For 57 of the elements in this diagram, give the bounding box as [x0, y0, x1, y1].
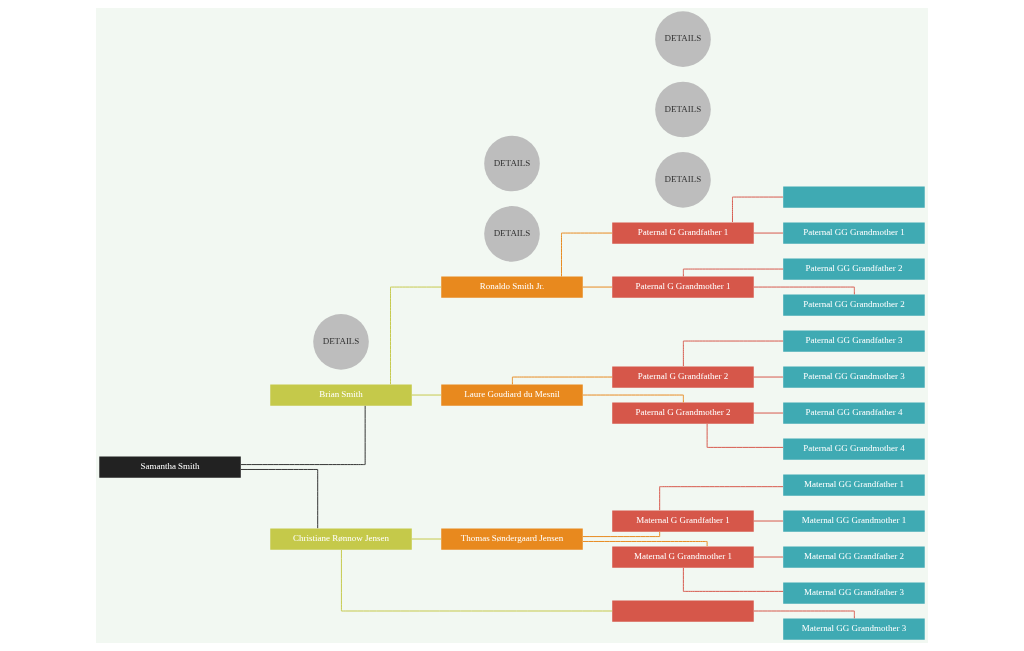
node-box: Maternal GG Grandmother 1 — [783, 510, 925, 532]
node-box: Paternal GG Grandmother 3 — [783, 366, 925, 388]
connector — [561, 232, 613, 277]
connector — [659, 486, 784, 511]
node-box — [612, 600, 754, 622]
node-box: Maternal G Grandfather 1 — [612, 510, 754, 532]
node-box: Maternal G Grandmother 1 — [612, 546, 754, 568]
node-box: Paternal GG Grandfather 4 — [783, 402, 925, 424]
connector — [753, 376, 784, 378]
node-box: Paternal GG Grandmother 4 — [783, 438, 925, 460]
node-box: Brian Smith — [270, 384, 412, 406]
node-box: Christiane Rønnow Jensen — [270, 528, 412, 550]
connector — [340, 549, 613, 612]
connector — [753, 232, 784, 234]
connector — [411, 538, 442, 540]
connector — [753, 556, 784, 558]
node-circle: DETAILS — [313, 314, 369, 370]
node-box: Paternal G Grandmother 2 — [612, 402, 754, 424]
node-circle: DETAILS — [655, 81, 711, 138]
node-box — [783, 186, 925, 208]
connector — [682, 567, 784, 592]
node-box: Paternal G Grandfather 2 — [612, 366, 754, 388]
node-box: Laure Goudiard du Mesnil — [441, 384, 583, 406]
node-box: Paternal GG Grandfather 2 — [783, 258, 925, 280]
connector — [582, 394, 684, 403]
connector — [753, 412, 784, 414]
node-box: Maternal GG Grandfather 3 — [783, 582, 925, 604]
connector — [706, 423, 784, 448]
node-box: Paternal G Grandfather 1 — [612, 222, 754, 244]
node-box: Paternal G Grandmother 1 — [612, 276, 754, 298]
connector — [582, 531, 661, 538]
node-box: Paternal GG Grandmother 1 — [783, 222, 925, 244]
connector — [753, 610, 855, 619]
node-box: Maternal GG Grandfather 1 — [783, 474, 925, 496]
connector — [682, 340, 784, 367]
node-circle: DETAILS — [484, 135, 540, 192]
node-box: Ronaldo Smith Jr. — [441, 276, 583, 298]
connector — [390, 286, 442, 385]
connector — [511, 376, 613, 385]
connector — [753, 520, 784, 522]
node-box: Thomas Søndergaard Jensen — [441, 528, 583, 550]
connector — [732, 196, 784, 223]
connector — [582, 541, 708, 547]
connector — [240, 405, 366, 466]
connector — [411, 394, 442, 396]
connector — [753, 286, 855, 295]
connector — [682, 268, 784, 277]
node-box: Samantha Smith — [99, 456, 241, 478]
node-circle: DETAILS — [655, 11, 711, 67]
connector — [582, 286, 613, 288]
node-circle: DETAILS — [484, 206, 540, 262]
node-box: Paternal GG Grandfather 3 — [783, 330, 925, 352]
node-box: Maternal GG Grandmother 3 — [783, 618, 925, 640]
node-box: Paternal GG Grandmother 2 — [783, 294, 925, 316]
connector — [240, 469, 319, 529]
node-box: Maternal GG Grandfather 2 — [783, 546, 925, 568]
node-circle: DETAILS — [655, 152, 711, 208]
